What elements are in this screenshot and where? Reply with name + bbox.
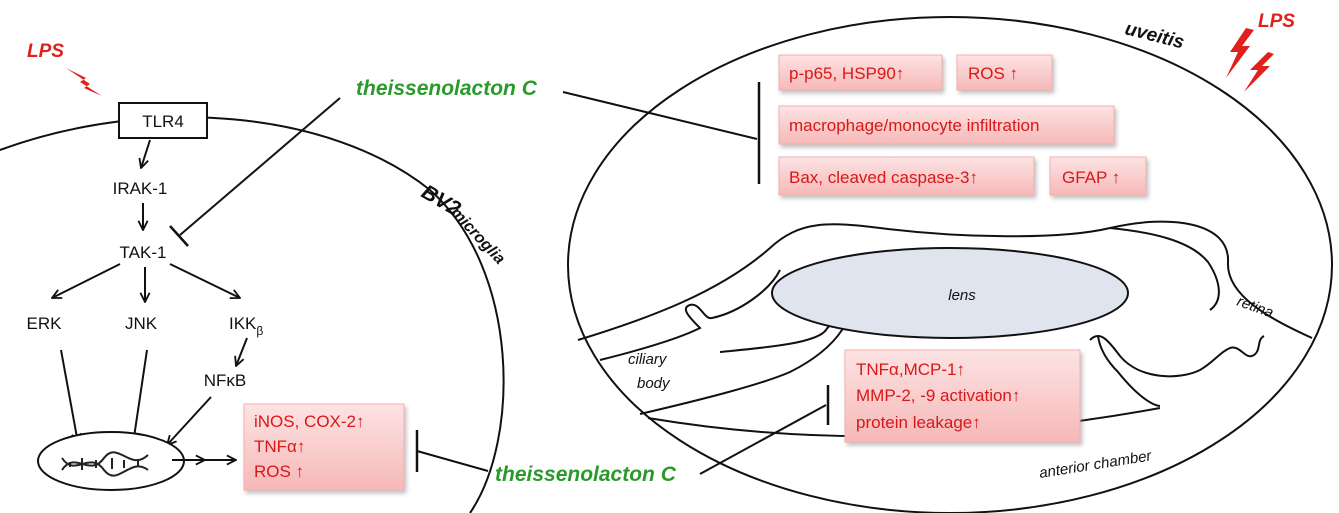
inhibition-line [179, 97, 341, 236]
ciliary-body-upper [599, 269, 781, 361]
iris-right [1109, 227, 1220, 311]
tlr4-box [118, 102, 208, 139]
lens-label: lens [948, 287, 976, 304]
uveitis-title: uveitis [1123, 18, 1186, 53]
retina-effect-box [778, 54, 943, 91]
microglia-effects-box [243, 403, 405, 491]
retina-label: retina [1235, 293, 1276, 322]
irak1-label: IRAK-1 [113, 179, 168, 198]
arrow-icon [167, 396, 212, 445]
anterior-effect-1: TNFα,MCP-1↑ [856, 360, 965, 379]
tak1-label: TAK-1 [120, 243, 167, 262]
ciliary-label-1: ciliary [628, 351, 668, 368]
retina-effect-box [956, 54, 1053, 91]
ciliary-process-left [639, 320, 845, 415]
ikk-subscript: β [256, 324, 263, 338]
retina-effect-text: GFAP ↑ [1062, 168, 1120, 187]
arrow-icon [169, 263, 240, 298]
microglia-effect-2: TNFα↑ [254, 437, 305, 456]
cell-label-sub: microglia [447, 204, 508, 268]
lightning-bolt-icon [1226, 28, 1274, 92]
retina-effect-box [778, 105, 1115, 145]
tlr4-label: TLR4 [142, 112, 184, 131]
retina-effect-box [778, 156, 1035, 196]
inhibition-bar-icon [169, 225, 189, 247]
dna-icon [61, 451, 149, 477]
arrow-icon [236, 337, 248, 366]
arrow-icon [60, 349, 78, 443]
ikk-main: IKK [229, 314, 257, 333]
nfkb-label: NFκB [204, 371, 247, 390]
retina-effect-box [1049, 156, 1147, 196]
lightning-bolt-icon [66, 68, 102, 96]
retina-effect-text: macrophage/monocyte infiltration [789, 116, 1039, 135]
retina-effect-text: p-p65, HSP90↑ [789, 64, 904, 83]
anterior-effects-box [844, 349, 1081, 443]
lps-label-right: LPS [1258, 11, 1295, 32]
anterior-effect-3: protein leakage↑ [856, 413, 981, 432]
retina-layer [577, 220, 1313, 341]
ciliary-label-2: body [637, 375, 671, 392]
compound-label-top: theissenolacton C [356, 77, 538, 100]
retina-folds-right [1089, 335, 1265, 378]
compound-label-bottom: theissenolacton C [495, 463, 677, 486]
eye-outline [567, 16, 1333, 513]
microglia-effect-3: ROS ↑ [254, 462, 304, 481]
retina-effect-text: Bax, cleaved caspase-3↑ [789, 168, 978, 187]
inhibition-line [562, 91, 758, 140]
arrow-icon [133, 349, 148, 444]
ikk-label: IKKβ [229, 314, 263, 338]
erk-label: ERK [27, 314, 63, 333]
retina-effect-text: ROS ↑ [968, 64, 1018, 83]
inhibition-line [699, 404, 827, 475]
anterior-effect-2: MMP-2, -9 activation↑ [856, 386, 1020, 405]
arrow-icon [52, 263, 121, 298]
lps-label-left: LPS [27, 41, 64, 62]
ciliary-process-right [1097, 335, 1161, 407]
lens [771, 247, 1129, 339]
arrow-icon [141, 139, 151, 168]
microglia-effect-1: iNOS, COX-2↑ [254, 412, 365, 431]
anterior-chamber-label: anterior chamber [1038, 447, 1154, 482]
jnk-label: JNK [125, 314, 158, 333]
inhibition-line [416, 450, 489, 472]
